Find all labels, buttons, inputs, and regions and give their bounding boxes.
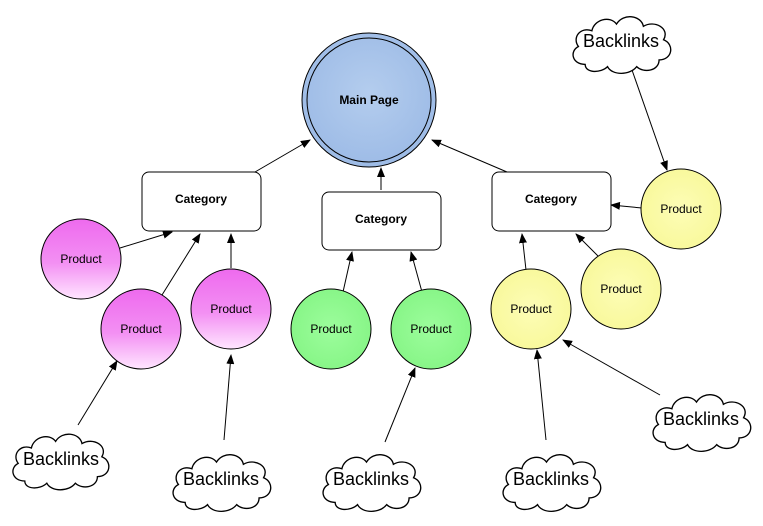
product-node-2: Product [100, 288, 182, 370]
backlinks-label: Backlinks [23, 449, 99, 469]
edge-backlinks-4-to-product-6 [533, 349, 547, 441]
product-node-4: Product [290, 288, 372, 370]
backlinks-label: Backlinks [663, 409, 739, 429]
edge-category-left-to-main [254, 139, 311, 173]
category-node-middle: Category [321, 191, 442, 251]
backlinks-cloud-5: Backlinks [652, 393, 752, 453]
backlinks-cloud-6: Backlinks [572, 15, 672, 75]
main-page-label: Main Page [339, 93, 399, 107]
product-label: Product [660, 202, 702, 216]
product-label: Product [410, 322, 452, 336]
edge-product-1-to-category-left [119, 230, 173, 249]
product-label: Product [120, 322, 162, 336]
product-node-7: Product [580, 248, 662, 330]
product-label: Product [600, 282, 642, 296]
edge-backlinks-6-to-product-8 [631, 69, 668, 171]
product-node-3: Product [190, 268, 272, 350]
edge-product-2-to-category-left [161, 233, 201, 296]
backlinks-cloud-3: Backlinks [322, 453, 422, 513]
edge-category-right-to-main [431, 139, 508, 173]
product-node-5: Product [390, 288, 472, 370]
edge-backlinks-2-to-product-3 [223, 354, 235, 441]
edge-product-4-to-category-middle [342, 251, 354, 293]
edge-product-7-to-category-right [575, 233, 599, 257]
product-label: Product [210, 302, 252, 316]
backlinks-label: Backlinks [333, 469, 409, 489]
backlinks-cloud-1: Backlinks [12, 433, 110, 491]
category-node-left: Category [141, 171, 262, 232]
product-node-1: Product [40, 218, 122, 300]
category-node-right: Category [491, 171, 612, 232]
backlinks-label: Backlinks [183, 469, 259, 489]
backlinks-label: Backlinks [583, 31, 659, 51]
edge-backlinks-1-to-product-2 [77, 360, 118, 426]
category-label: Category [175, 192, 227, 206]
product-label: Product [510, 302, 552, 316]
backlinks-cloud-4: Backlinks [502, 453, 602, 513]
product-label: Product [310, 322, 352, 336]
edge-backlinks-3-to-product-5 [384, 367, 416, 443]
edge-product-5-to-category-middle [409, 251, 423, 293]
category-label: Category [355, 212, 407, 226]
edges [77, 69, 668, 443]
product-label: Product [60, 252, 102, 266]
main-page-node: Main Page [301, 32, 437, 168]
edge-backlinks-5-to-product-6 [562, 339, 661, 396]
backlinks-label: Backlinks [513, 469, 589, 489]
edge-product-8-to-category-right [610, 201, 643, 210]
edge-product-6-to-category-right [519, 233, 527, 271]
product-node-6: Product [490, 268, 572, 350]
product-node-8: Product [640, 168, 722, 250]
backlinks-cloud-2: Backlinks [172, 453, 272, 513]
category-label: Category [525, 192, 577, 206]
